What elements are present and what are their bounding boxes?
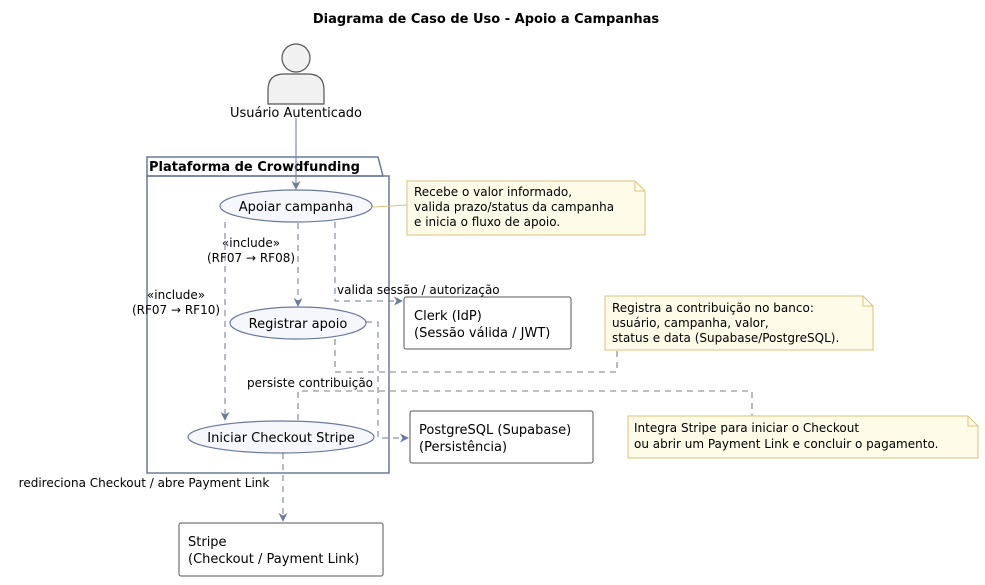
package-title: Plataforma de Crowdfunding <box>149 160 360 175</box>
include-label-2b: (RF07 → RF10) <box>132 303 220 317</box>
note-registrar-line1: Registra a contribuição no banco: <box>612 301 814 315</box>
edge-registrar-postgres <box>366 321 409 443</box>
include-label-1b: (RF07 → RF08) <box>207 251 295 265</box>
component-stripe: Stripe (Checkout / Payment Link) <box>178 522 384 577</box>
note-registrar: Registra a contribuição no banco: usuári… <box>604 295 874 351</box>
stripe-line2: (Checkout / Payment Link) <box>188 552 359 567</box>
note-checkout-line2: ou abrir um Payment Link e concluir o pa… <box>634 437 938 451</box>
note-apoiar-line1: Recebe o valor informado, <box>414 185 572 199</box>
component-clerk: Clerk (IdP) (Sessão válida / JWT) <box>403 296 572 350</box>
note-registrar-line2: usuário, campanha, valor, <box>612 316 769 330</box>
stripe-line1: Stripe <box>188 535 227 550</box>
postgres-line1: PostgreSQL (Supabase) <box>419 423 571 438</box>
note-connector-registrar <box>334 339 618 373</box>
edge-apoiar-clerk <box>334 222 403 306</box>
usecase-registrar-label: Registrar apoio <box>249 317 348 332</box>
persist-edge-label: persiste contribuição <box>247 376 373 390</box>
postgres-line2: (Persistência) <box>419 440 507 455</box>
package-boundary <box>146 156 390 474</box>
usecase-registrar-apoio: Registrar apoio <box>229 306 367 340</box>
usecase-checkout-label: Iniciar Checkout Stripe <box>207 431 354 446</box>
usecase-iniciar-checkout: Iniciar Checkout Stripe <box>187 420 375 454</box>
note-apoiar: Recebe o valor informado, valida prazo/s… <box>406 180 646 236</box>
component-postgres: PostgreSQL (Supabase) (Persistência) <box>409 410 594 464</box>
clerk-line1: Clerk (IdP) <box>414 309 482 324</box>
note-checkout-line1: Integra Stripe para iniciar o Checkout <box>634 421 859 435</box>
redirect-edge-label: redireciona Checkout / abre Payment Link <box>19 476 270 490</box>
note-apoiar-line2: valida prazo/status da campanha <box>414 200 614 214</box>
note-connector-apoiar <box>371 204 410 208</box>
clerk-line2: (Sessão válida / JWT) <box>414 326 550 341</box>
include-label-2a: «include» <box>147 288 205 302</box>
clerk-edge-label: valida sessão / autorização <box>337 283 500 297</box>
note-apoiar-line3: e inicia o fluxo de apoio. <box>414 215 560 229</box>
include-label-1a: «include» <box>222 236 280 250</box>
actor-icon <box>267 43 325 105</box>
note-connector-checkout <box>297 390 753 420</box>
usecase-apoiar-campanha: Apoiar campanha <box>219 189 373 223</box>
actor-label: Usuário Autenticado <box>230 106 362 121</box>
note-checkout: Integra Stripe para iniciar o Checkout o… <box>627 415 979 459</box>
usecase-apoiar-label: Apoiar campanha <box>239 200 354 215</box>
note-registrar-line3: status e data (Supabase/PostgreSQL). <box>612 331 839 345</box>
diagram-title: Diagrama de Caso de Uso - Apoio a Campan… <box>313 12 660 27</box>
